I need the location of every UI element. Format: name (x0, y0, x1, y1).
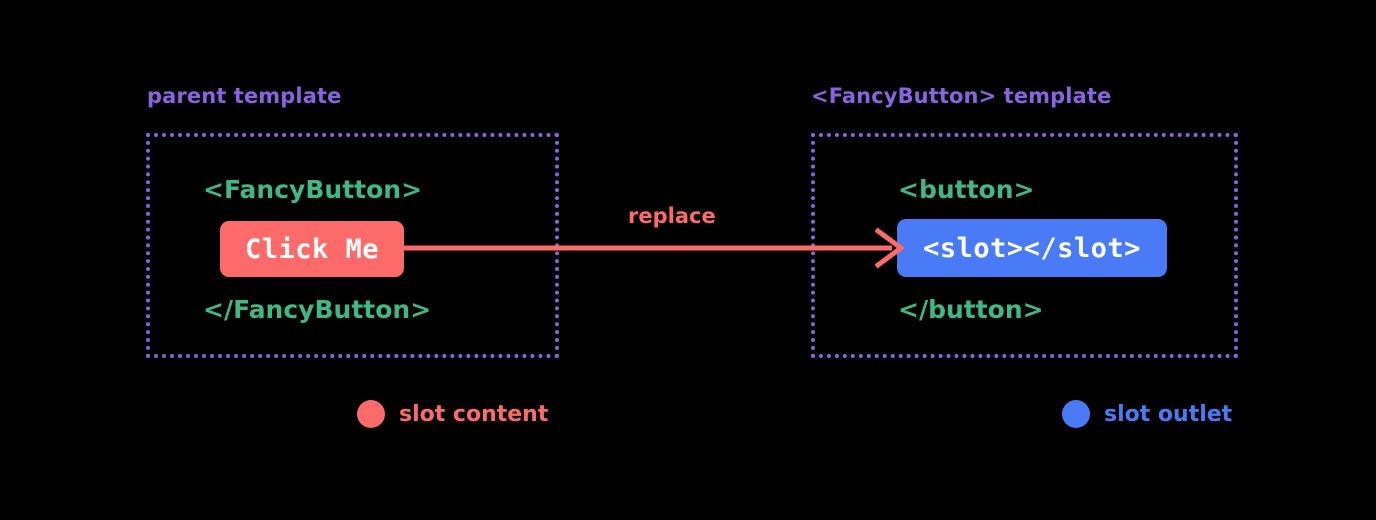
fancy-open-tag: <button> (898, 175, 1035, 204)
legend-item-slot-content: slot content (357, 400, 548, 428)
fancybutton-template-title: <FancyButton> template (811, 84, 1112, 108)
blue-dot-icon (1062, 400, 1090, 428)
legend-label-slot-content: slot content (399, 401, 549, 427)
parent-open-tag: <FancyButton> (203, 175, 423, 204)
slot-outlet-chip[interactable]: <slot></slot> (897, 219, 1167, 277)
parent-close-tag: </FancyButton> (203, 295, 432, 324)
parent-template-title: parent template (147, 84, 342, 108)
fancy-close-tag: </button> (898, 295, 1044, 324)
replace-label: replace (628, 204, 716, 228)
legend-label-slot-outlet: slot outlet (1104, 401, 1233, 427)
red-dot-icon (357, 400, 385, 428)
legend-item-slot-outlet: slot outlet (1062, 400, 1232, 428)
slot-content-chip[interactable]: Click Me (220, 221, 404, 277)
